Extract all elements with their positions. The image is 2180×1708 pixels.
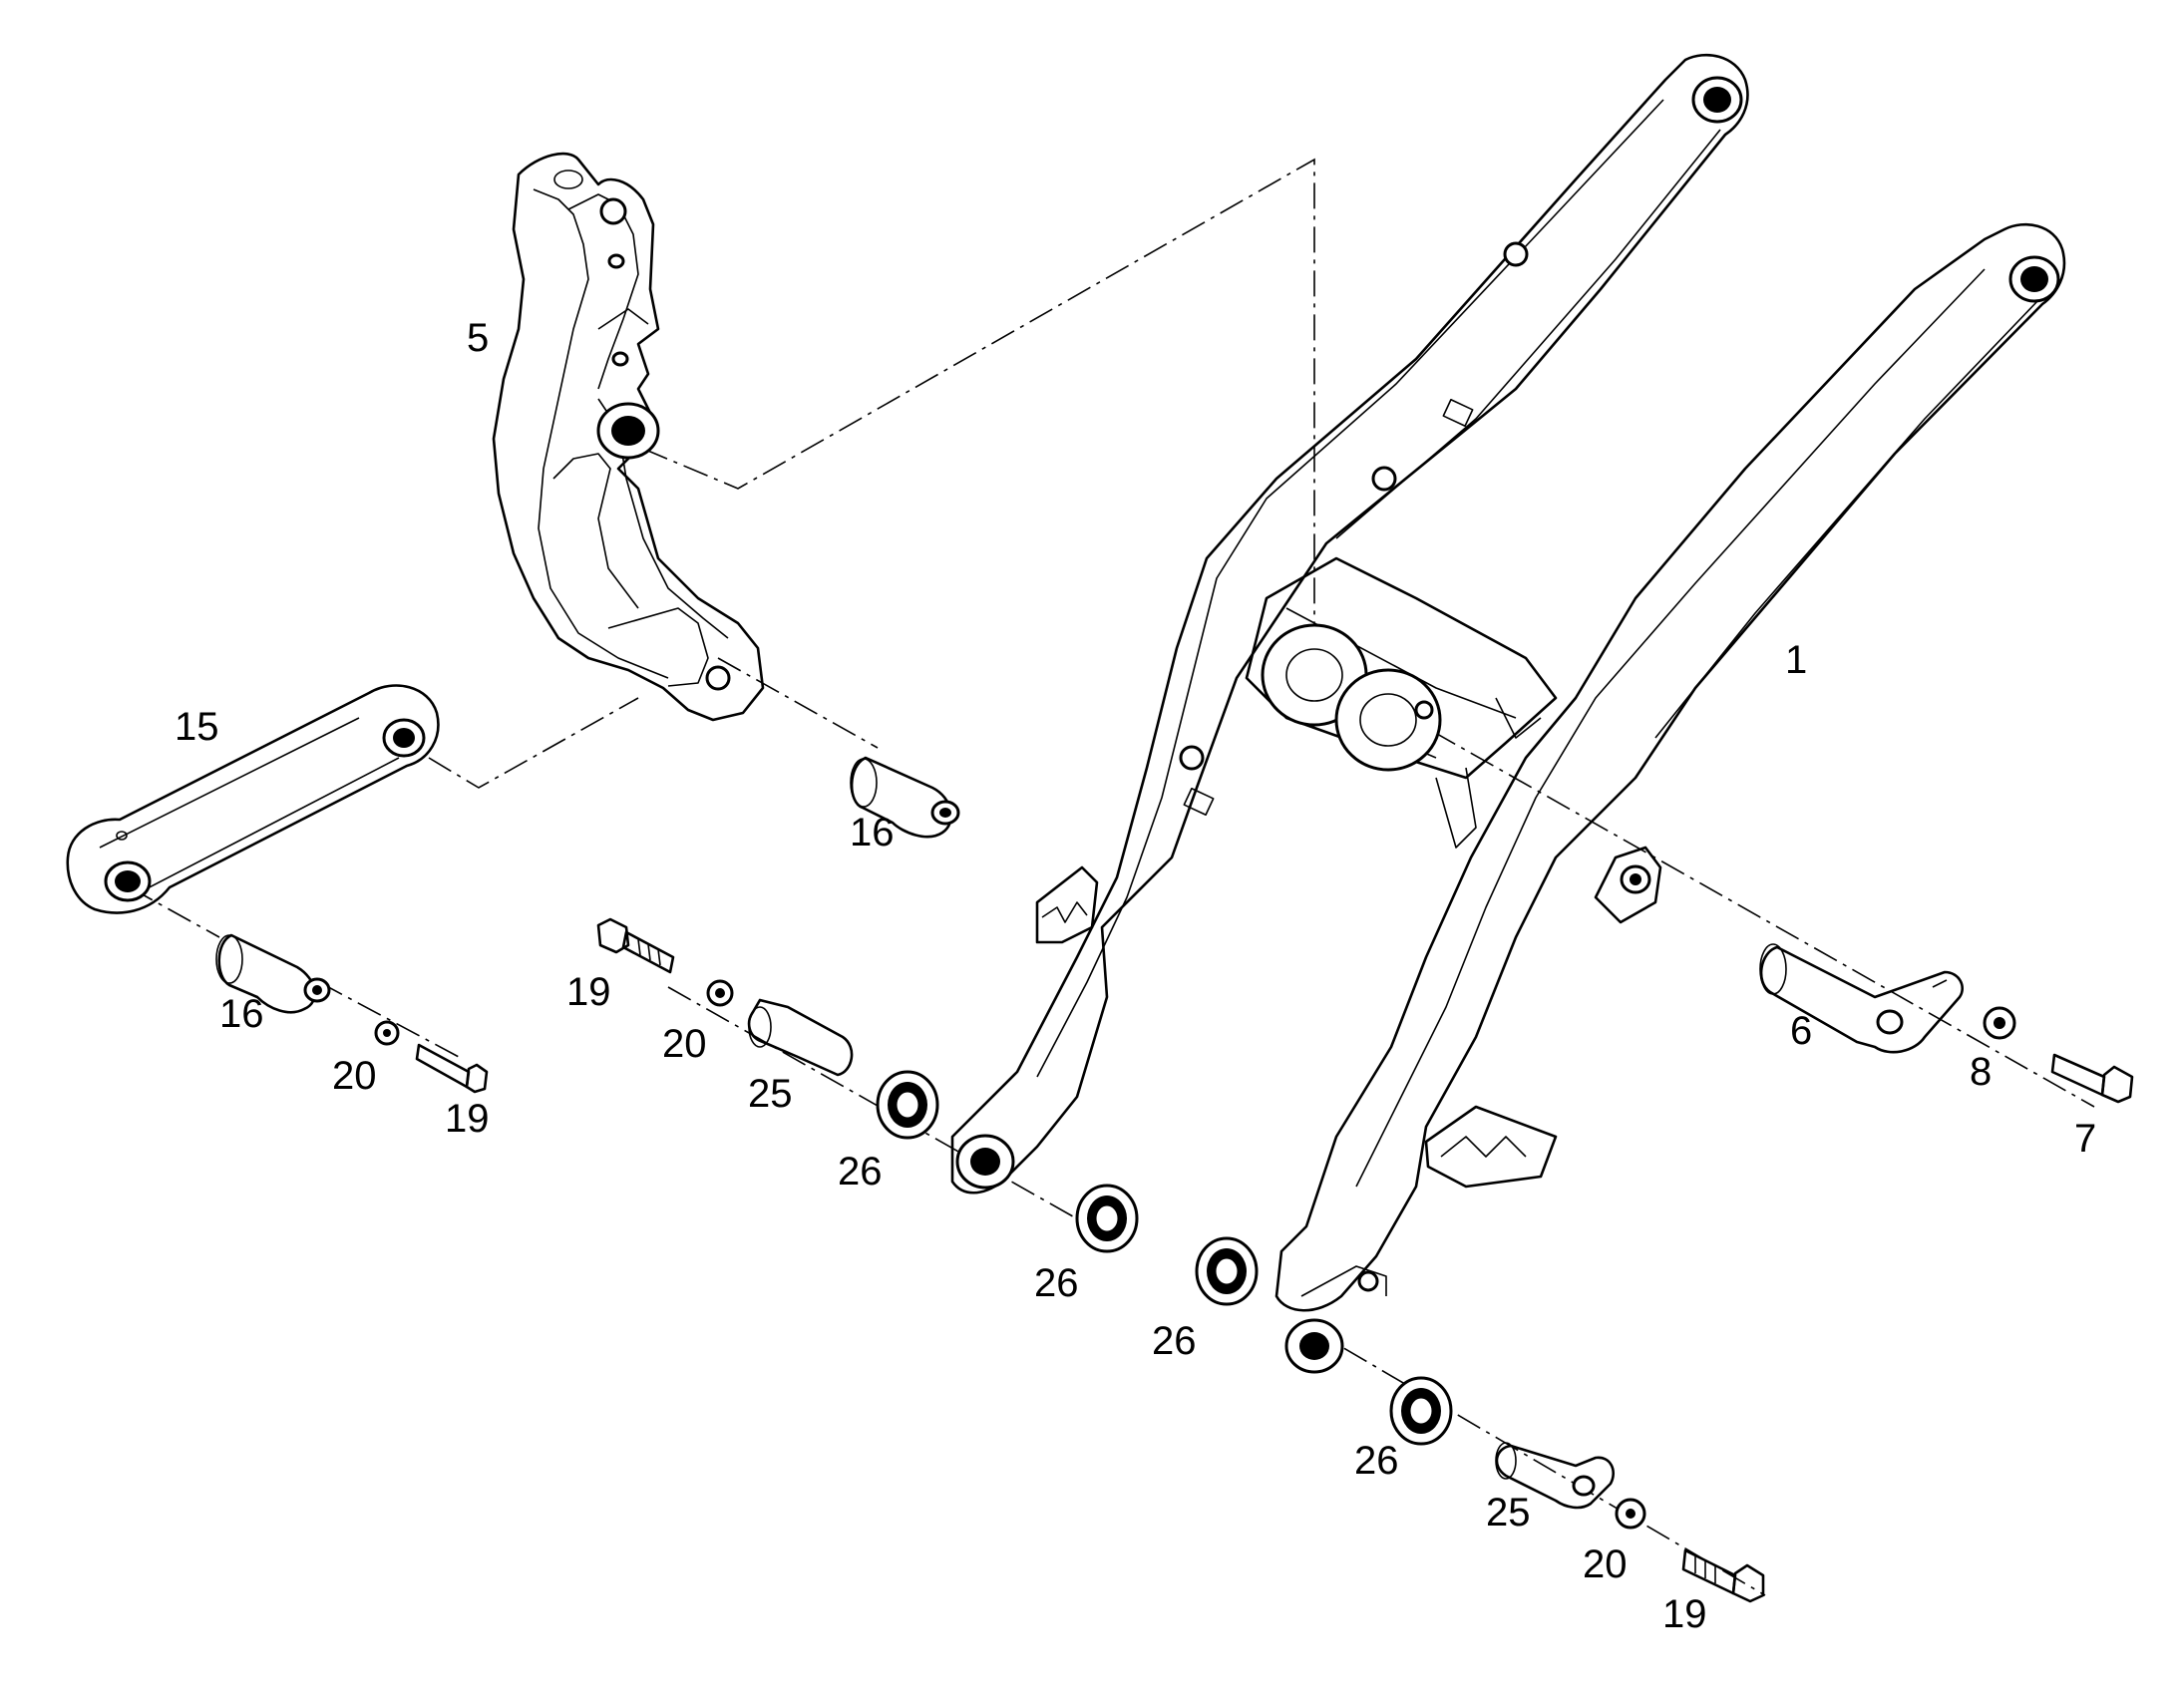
bushing-part-26-a bbox=[876, 1070, 939, 1140]
callout-5: 5 bbox=[467, 316, 489, 360]
washer-part-20-left bbox=[374, 1020, 400, 1046]
washer-part-8 bbox=[1983, 1006, 2016, 1040]
callout-1: 1 bbox=[1785, 638, 1807, 682]
callout-20-right: 20 bbox=[1583, 1542, 1628, 1586]
callout-26-c: 26 bbox=[1152, 1319, 1197, 1363]
washer-part-20-middle bbox=[706, 979, 734, 1007]
pin-part-16-lower bbox=[215, 933, 331, 1014]
callout-19-right: 19 bbox=[1662, 1592, 1707, 1636]
callout-labels: 1 5 15 16 16 19 20 25 26 20 19 26 26 26 … bbox=[175, 316, 2096, 1636]
pin-part-25-right bbox=[1495, 1442, 1616, 1510]
bushing-part-26-d bbox=[1389, 1376, 1453, 1446]
callout-19-left: 19 bbox=[445, 1097, 490, 1141]
bolt-part-19-left bbox=[415, 1043, 489, 1094]
loader-frame-part-1 bbox=[950, 53, 2066, 1374]
bushing-part-26-c bbox=[1195, 1236, 1259, 1306]
callout-25-middle: 25 bbox=[748, 1072, 793, 1116]
callout-26-d: 26 bbox=[1354, 1439, 1399, 1483]
callout-25-right: 25 bbox=[1486, 1491, 1531, 1535]
callout-8: 8 bbox=[1970, 1050, 1992, 1094]
callout-6: 6 bbox=[1790, 1009, 1812, 1053]
bushing-part-26-b bbox=[1075, 1184, 1139, 1253]
bracket-part-5 bbox=[492, 152, 765, 722]
bolt-part-19-right bbox=[1681, 1548, 1765, 1603]
pin-part-6 bbox=[1759, 943, 1965, 1054]
callout-20-left: 20 bbox=[332, 1054, 377, 1098]
washer-part-20-right bbox=[1615, 1498, 1646, 1530]
bolt-part-19-middle bbox=[596, 917, 675, 974]
callout-16-upper: 16 bbox=[850, 811, 895, 854]
pin-part-25-middle bbox=[747, 998, 854, 1077]
leader-lines bbox=[129, 158, 2095, 1596]
bolt-part-7 bbox=[2050, 1053, 2134, 1104]
callout-15: 15 bbox=[175, 705, 219, 749]
callout-7: 7 bbox=[2074, 1117, 2096, 1161]
link-part-15 bbox=[66, 684, 440, 914]
callout-26-a: 26 bbox=[838, 1150, 883, 1194]
callout-20-middle: 20 bbox=[662, 1022, 707, 1066]
callout-26-b: 26 bbox=[1034, 1261, 1079, 1305]
callout-16-lower: 16 bbox=[219, 992, 264, 1036]
pin-part-16-upper bbox=[850, 756, 960, 839]
callout-19-middle: 19 bbox=[566, 970, 611, 1014]
